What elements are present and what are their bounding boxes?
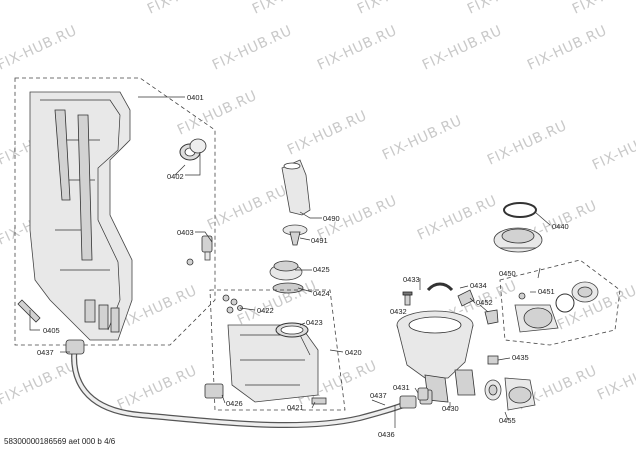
- watermark-text: FIX-HUB.RU: [525, 23, 610, 74]
- label-0440: 0440: [552, 222, 569, 231]
- label-0424: 0424: [313, 289, 330, 298]
- connector-0431: [417, 387, 429, 401]
- watermark-text: FIX-HUB.RU: [0, 23, 80, 74]
- valve-0403: [186, 235, 213, 266]
- watermark-text: FIX-HUB.RU: [570, 0, 636, 18]
- label-0421: 0421: [287, 403, 304, 412]
- bracket-0432: [457, 289, 499, 325]
- cap-0425: [269, 260, 304, 294]
- label-0452: 0452: [476, 298, 493, 307]
- watermark-text: FIX-HUB.RU: [315, 23, 400, 74]
- seal-ring-0402: [174, 138, 207, 176]
- document-footer-code: 58300000186569 aet 000 b 4/6: [4, 437, 116, 446]
- label-0433: 0433: [403, 275, 420, 284]
- label-0434: 0434: [470, 281, 487, 290]
- label-0430: 0430: [442, 404, 459, 413]
- funnel-part-0490: [281, 159, 311, 216]
- watermark-text: FIX-HUB.RU: [250, 0, 335, 18]
- watermark-text: FIX-HUB.RU: [590, 123, 636, 174]
- watermark-text: FIX-HUB.RU: [595, 353, 636, 404]
- pump-pot-0430: [396, 310, 476, 405]
- part-labels: 0401 0402 0403 0405 0437 0490 0491 0425 …: [37, 93, 569, 439]
- label-0490: 0490: [323, 214, 340, 223]
- watermark-text: FIX-HUB.RU: [415, 193, 500, 244]
- watermark-text: FIX-HUB.RU: [205, 183, 290, 234]
- label-0426: 0426: [226, 399, 243, 408]
- label-0437-left: 0437: [37, 348, 54, 357]
- watermark-text: FIX-HUB.RU: [145, 0, 230, 18]
- float-part-0491: [282, 224, 308, 246]
- watermark-text: FIX-HUB.RU: [285, 108, 370, 159]
- watermark-text: FIX-HUB.RU: [420, 23, 505, 74]
- label-0435: 0435: [512, 353, 529, 362]
- label-0450: 0450: [499, 269, 516, 278]
- clip-0433: [426, 282, 454, 292]
- watermark-text: FIX-HUB.RU: [355, 0, 440, 18]
- label-0423: 0423: [306, 318, 323, 327]
- label-0451: 0451: [538, 287, 555, 296]
- sump-module-0420: [204, 289, 346, 411]
- label-0422: 0422: [257, 306, 274, 315]
- label-0436: 0436: [378, 430, 395, 439]
- drain-hose: [65, 339, 417, 429]
- label-0401: 0401: [187, 93, 204, 102]
- screw-0433: [402, 291, 413, 306]
- label-0425: 0425: [313, 265, 330, 274]
- label-0437-right: 0437: [370, 391, 387, 400]
- label-0432: 0432: [390, 307, 407, 316]
- label-0491: 0491: [311, 236, 328, 245]
- side-panel-assembly: [14, 77, 216, 346]
- heat-pump-0450: [499, 259, 621, 346]
- watermark-text: FIX-HUB.RU: [465, 0, 550, 18]
- watermark-text: FIX-HUB.RU: [380, 113, 465, 164]
- watermark-text: FIX-HUB.RU: [485, 118, 570, 169]
- label-0420: 0420: [345, 348, 362, 357]
- impeller-0440: [493, 202, 543, 253]
- label-0405: 0405: [43, 326, 60, 335]
- watermark-text: FIX-HUB.RU: [0, 358, 80, 409]
- label-0402: 0402: [167, 172, 184, 181]
- leader-lines: [29, 96, 551, 428]
- pump-0455: [484, 355, 536, 411]
- watermark-text: FIX-HUB.RU: [115, 363, 200, 414]
- watermark-text: FIX-HUB.RU: [210, 23, 295, 74]
- label-0431: 0431: [393, 383, 410, 392]
- label-0403: 0403: [177, 228, 194, 237]
- label-0455: 0455: [499, 416, 516, 425]
